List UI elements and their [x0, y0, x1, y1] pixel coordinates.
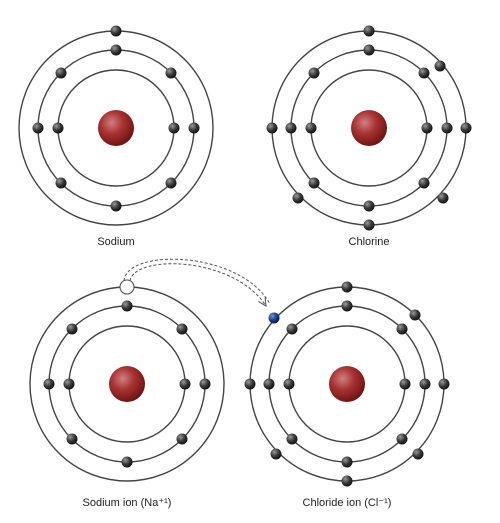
electron	[396, 433, 408, 445]
electron	[438, 378, 450, 390]
electron	[179, 378, 191, 390]
electron	[244, 378, 256, 390]
sodium-atom: Sodium	[18, 25, 214, 248]
sodium-ion: Sodium ion (Na⁺¹)	[29, 279, 225, 509]
electron	[55, 67, 67, 79]
electron	[66, 433, 78, 445]
electron	[434, 60, 446, 72]
electron	[110, 200, 122, 212]
electron	[263, 378, 275, 390]
electron	[110, 25, 122, 37]
electron	[308, 67, 320, 79]
electron	[32, 122, 44, 134]
electron	[199, 378, 211, 390]
electron	[168, 122, 180, 134]
electron	[121, 456, 133, 468]
electron	[43, 378, 55, 390]
electron	[165, 177, 177, 189]
electron	[308, 177, 320, 189]
electron	[418, 67, 430, 79]
chloride-ion: Chloride ion (Cl⁻¹)	[244, 281, 450, 509]
electron	[52, 122, 64, 134]
electron	[305, 122, 317, 134]
electron	[460, 122, 472, 134]
electron	[270, 448, 282, 460]
transferred-electron	[268, 312, 280, 324]
electron	[341, 475, 353, 487]
electron	[292, 192, 304, 204]
electron	[341, 456, 353, 468]
electron	[399, 378, 411, 390]
electron	[63, 378, 75, 390]
atom-label: Sodium ion (Na⁺¹)	[83, 497, 172, 509]
nucleus	[98, 110, 134, 146]
electron	[437, 192, 449, 204]
electron	[188, 122, 200, 134]
electron	[286, 323, 298, 335]
chlorine-atom: Chlorine	[266, 25, 472, 248]
electron	[363, 44, 375, 56]
electron	[55, 177, 67, 189]
electron	[396, 323, 408, 335]
electron-transfer-arrow	[123, 258, 271, 306]
electron	[409, 309, 421, 321]
electron	[341, 300, 353, 312]
electron	[363, 25, 375, 37]
electron	[285, 122, 297, 134]
atom-label: Sodium	[97, 236, 134, 248]
electron	[363, 200, 375, 212]
electron	[121, 300, 133, 312]
atom-label: Chloride ion (Cl⁻¹)	[303, 497, 392, 509]
electron	[421, 122, 433, 134]
electron	[176, 323, 188, 335]
electron	[110, 44, 122, 56]
nucleus	[329, 366, 365, 402]
electron	[266, 122, 278, 134]
electron-vacancy	[119, 279, 135, 295]
electron	[286, 433, 298, 445]
electron	[412, 448, 424, 460]
nucleus	[351, 110, 387, 146]
electron	[341, 281, 353, 293]
electron	[418, 177, 430, 189]
electron	[176, 433, 188, 445]
electron	[419, 378, 431, 390]
nucleus	[109, 366, 145, 402]
electron	[66, 323, 78, 335]
atom-label: Chlorine	[349, 236, 390, 248]
electron	[165, 67, 177, 79]
electron	[283, 378, 295, 390]
electron	[441, 122, 453, 134]
electron	[363, 219, 375, 231]
